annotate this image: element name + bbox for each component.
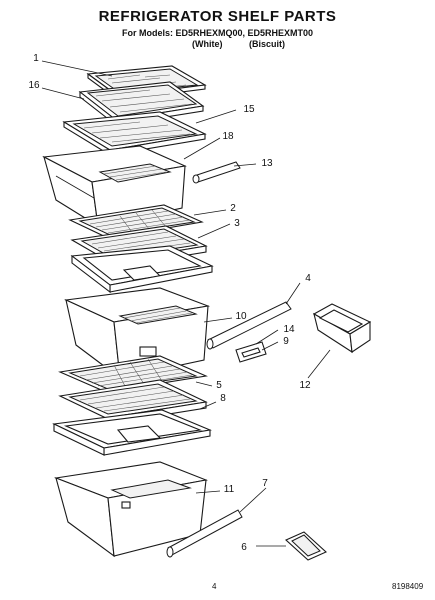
callout-9: 9 xyxy=(283,336,289,347)
part-4-rod xyxy=(206,301,292,350)
callout-4: 4 xyxy=(305,273,311,284)
part-2-glass-insert xyxy=(68,204,204,239)
variant-white-label: (White) xyxy=(192,39,223,49)
part-13-rod xyxy=(192,161,241,184)
callout-2: 2 xyxy=(230,203,236,214)
callout-6: 6 xyxy=(241,542,247,553)
part-15-glass-shelf xyxy=(62,111,207,156)
models-line: For Models: ED5RHEXMQ00, ED5RHEXMT00 xyxy=(121,28,314,38)
page-number: 4 xyxy=(212,582,217,591)
part-crisper-cover-frame xyxy=(70,245,214,294)
callout-5: 5 xyxy=(216,380,222,391)
part-5-glass-insert xyxy=(58,355,208,393)
callout-3: 3 xyxy=(234,218,240,229)
callout-12: 12 xyxy=(299,380,311,391)
part-11-crisper-drawer xyxy=(53,461,208,558)
callout-15: 15 xyxy=(243,104,255,115)
leader-lines xyxy=(41,60,331,547)
callout-16: 16 xyxy=(28,80,40,91)
part-7-rod xyxy=(166,509,243,558)
document-number: 8198409 xyxy=(392,582,424,591)
callout-18: 18 xyxy=(222,131,234,142)
part-12-bin xyxy=(312,303,372,354)
variant-biscuit-label: (Biscuit) xyxy=(249,39,285,49)
part-lower-cover-frame xyxy=(52,409,212,456)
part-6-label xyxy=(285,531,327,561)
callout-7: 7 xyxy=(262,478,268,489)
callout-13: 13 xyxy=(261,158,273,169)
callout-8: 8 xyxy=(220,393,226,404)
callout-11: 11 xyxy=(223,484,235,495)
page-title: REFRIGERATOR SHELF PARTS xyxy=(98,8,337,25)
callout-14: 14 xyxy=(283,324,295,335)
part-14-9-clips xyxy=(235,341,267,363)
callout-1: 1 xyxy=(33,53,39,64)
callout-10: 10 xyxy=(235,311,247,322)
